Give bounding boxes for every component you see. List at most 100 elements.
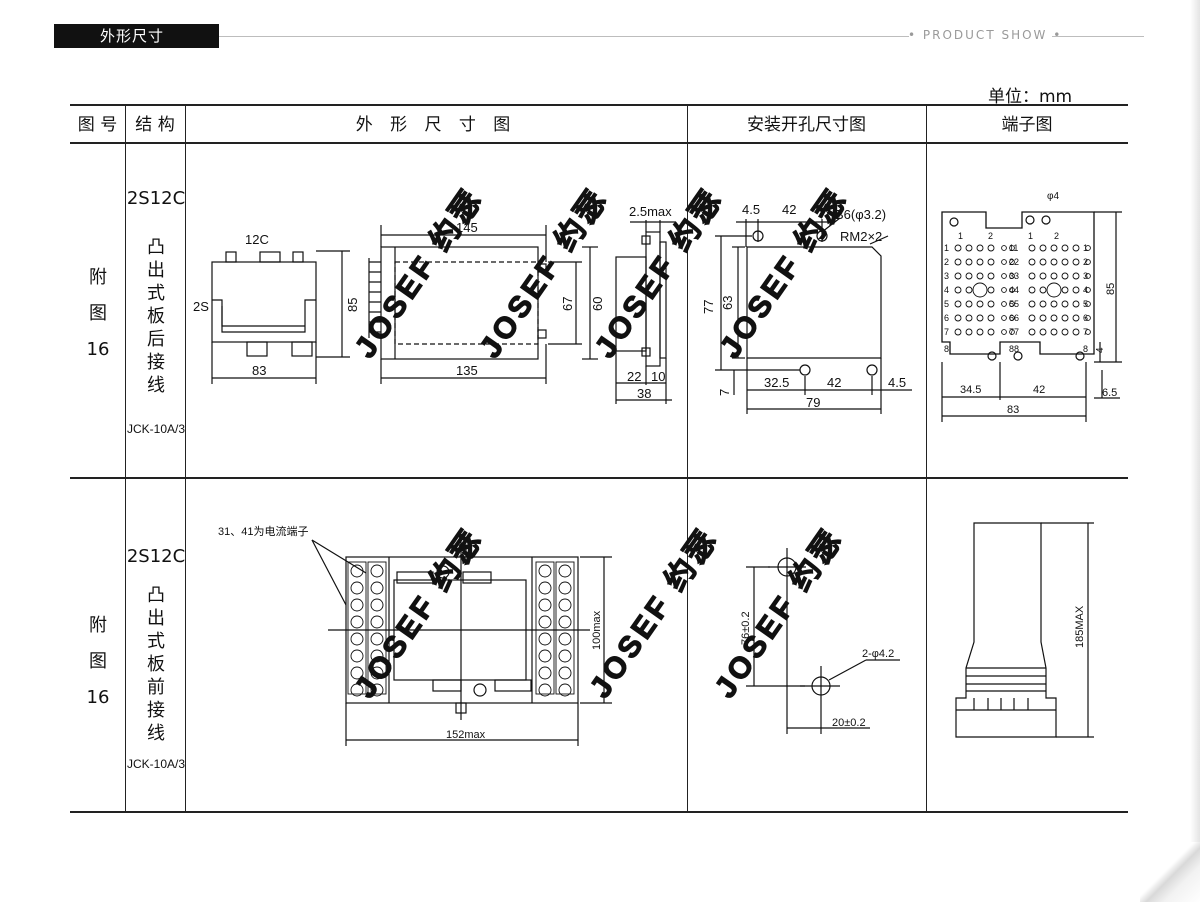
section-title: 外形尺寸: [54, 24, 219, 48]
dim-label: 83: [1007, 404, 1019, 416]
svg-text:5: 5: [944, 299, 949, 309]
col-header-structure: 结 构: [135, 115, 175, 135]
dim-label: 67: [560, 297, 575, 311]
svg-text:8: 8: [1083, 344, 1088, 354]
dim-label: 145: [456, 220, 478, 235]
svg-text:3: 3: [944, 271, 949, 281]
brand-label: • PRODUCT SHOW •: [908, 28, 1063, 42]
dim-label: 10: [651, 369, 665, 384]
svg-text:2: 2: [944, 257, 949, 267]
terminal-diagram-rear: φ4 34.5 42 83 85 4 6.5 1 2 1 2 1 2 3 4 5…: [941, 191, 1122, 422]
mount-hole: [799, 364, 811, 376]
dim-label: 60: [590, 297, 605, 311]
svg-text:1: 1: [1083, 243, 1088, 253]
model-code: JCK-10A/3: [126, 422, 186, 436]
dim-label: 4.5: [888, 375, 906, 390]
figure-label: 附 图 16: [86, 267, 110, 360]
svg-text:7: 7: [944, 327, 949, 337]
table-col-divider: [125, 104, 126, 813]
col-header-mounting: 安装开孔尺寸图: [747, 115, 866, 135]
svg-text:77: 77: [1009, 327, 1019, 337]
dim-label: 20±0.2: [832, 717, 866, 729]
dim-label: 152max: [446, 729, 486, 741]
svg-text:7: 7: [1083, 327, 1088, 337]
dim-label: 34.5: [960, 384, 981, 396]
dim-label: 7: [717, 389, 732, 396]
dim-label: 42: [1033, 384, 1045, 396]
dim-label: 4.5: [742, 202, 760, 217]
terminal-side-view-front: 185MAX: [955, 522, 1094, 738]
dim-label: 76±0.2: [740, 611, 752, 645]
dim-label: 6.5: [1102, 387, 1117, 399]
dim-label: 42: [827, 375, 841, 390]
dim-label: 85: [1105, 283, 1117, 295]
svg-text:22: 22: [1009, 257, 1019, 267]
terminal-row-numbers: 1 2 3 4 5 6 7 8 1 2 3 4 5 6 7 8 11 22 33…: [944, 243, 1088, 354]
svg-text:2: 2: [1083, 257, 1088, 267]
watermark: JOSEF 约瑟: [709, 522, 850, 704]
col-header-terminal: 端子图: [1001, 115, 1053, 135]
table-col-divider: [926, 104, 927, 813]
svg-text:66: 66: [1009, 313, 1019, 323]
table-col-divider: [185, 104, 186, 813]
svg-text:2: 2: [1054, 231, 1059, 241]
svg-text:11: 11: [1009, 243, 1018, 253]
table-top-border: [70, 104, 1128, 106]
outline-side-view: 145 135 67 60: [368, 220, 605, 384]
outline-front-view: 12C 2S 85 83: [193, 232, 360, 384]
mounting-cutout-front: 76±0.2 2-φ4.2 20±0.2: [740, 548, 900, 734]
figure-label: 附 图 16: [86, 615, 110, 708]
svg-text:4: 4: [944, 285, 949, 295]
dim-label: 135: [456, 363, 478, 378]
outline-profile-view: 2.5max 22 10 38: [615, 204, 676, 404]
svg-text:55: 55: [1009, 299, 1019, 309]
table-col-divider: [687, 104, 688, 813]
svg-text:6: 6: [1083, 313, 1088, 323]
dim-label: φ4: [1047, 191, 1059, 202]
watermark: JOSEF 约瑟: [349, 182, 490, 364]
dim-label: 83: [252, 363, 266, 378]
svg-text:44: 44: [1009, 285, 1019, 295]
dim-label: 2-φ4.2: [862, 648, 894, 660]
unit-label: 单位：mm: [988, 87, 1073, 107]
header-divider: [219, 36, 909, 37]
dim-label: 85: [345, 298, 360, 312]
table-bottom-border: [70, 811, 1128, 813]
model-number: 2S12C: [126, 546, 186, 567]
dim-label: 32.5: [764, 375, 789, 390]
watermark: JOSEF 约瑟: [584, 522, 725, 704]
dim-label: 4: [1095, 347, 1106, 353]
dim-label: 42: [782, 202, 796, 217]
svg-text:1: 1: [944, 243, 949, 253]
col-header-figure: 图 号: [77, 115, 118, 135]
table-row-border: [70, 477, 1128, 479]
header-divider-right: [1052, 36, 1144, 37]
dim-label: 38: [637, 386, 651, 401]
dim-label: 2.5max: [629, 204, 672, 219]
dim-label: 185MAX: [1074, 605, 1086, 648]
svg-text:4: 4: [1083, 285, 1088, 295]
dim-label: 77: [701, 300, 716, 314]
model-code: JCK-10A/3: [126, 757, 186, 771]
structure-description: 凸 出 式 板 后 接 线: [147, 237, 165, 396]
structure-description: 凸 出 式 板 前 接 线: [147, 585, 165, 744]
svg-text:2: 2: [988, 231, 993, 241]
dim-label: 2S: [193, 299, 209, 314]
svg-text:1: 1: [958, 231, 963, 241]
spec-table: 图 号 结 构 外 形 尺 寸 图 安装开孔尺寸图 端子图 附 图 16 2S1…: [70, 104, 1128, 813]
dim-label: 31、41为电流端子: [218, 524, 308, 538]
svg-text:8: 8: [944, 344, 949, 354]
dim-label: RM2×2: [840, 229, 882, 244]
dim-label: 12C: [245, 232, 269, 247]
model-number: 2S12C: [126, 188, 186, 209]
svg-text:88: 88: [1009, 344, 1019, 354]
dim-label: 79: [806, 395, 820, 410]
dim-label: 63: [720, 296, 735, 310]
outline-front-connection: 31、41为电流端子 100max 152max: [218, 524, 612, 746]
svg-text:6: 6: [944, 313, 949, 323]
page-edge-shadow: [1190, 0, 1200, 902]
watermark: JOSEF 约瑟: [349, 522, 490, 704]
table-header-border: [70, 142, 1128, 144]
dim-label: B6(φ3.2): [835, 207, 886, 222]
